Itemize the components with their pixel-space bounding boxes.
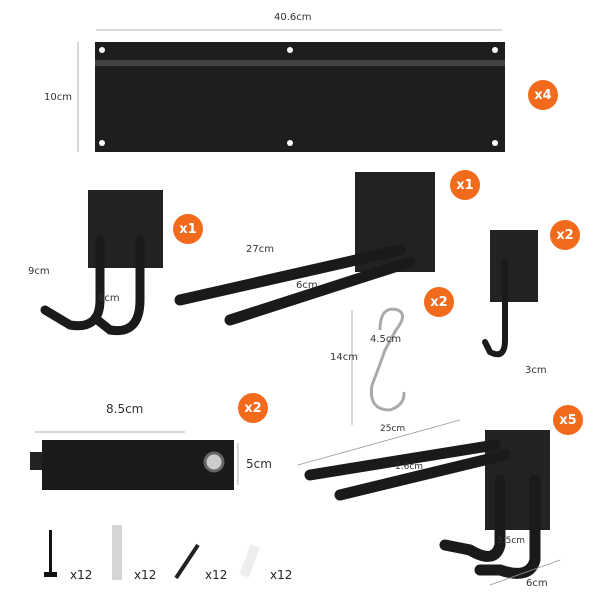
bike-hook-diameter-label: 1.6cm	[395, 462, 424, 472]
screw-quantity: x12	[70, 568, 93, 582]
long-hook-length-label: 27cm	[246, 244, 274, 255]
wall-rail-image	[77, 29, 505, 152]
s-hook-width-label: 4.5cm	[370, 334, 402, 345]
long-hook-width-label: 6cm	[296, 280, 318, 291]
bike-hook-length-label: 25cm	[380, 424, 406, 434]
s-hook-length-label: 14cm	[330, 352, 358, 363]
strap-quantity-badge: x2	[238, 393, 268, 423]
rail-quantity-badge: x4	[528, 80, 558, 110]
strap-image	[30, 431, 239, 490]
utility-hook-width-label: 6cm	[98, 293, 120, 304]
rail-length-label: 40.6cm	[274, 12, 312, 23]
bike-hook-depth-label: 6cm	[526, 578, 548, 589]
utility-hook-depth-label: 9cm	[28, 266, 50, 277]
s-hook-quantity-badge: x2	[424, 287, 454, 317]
j-hook-width-label: 3cm	[525, 365, 547, 376]
long-double-hook-image	[174, 172, 435, 326]
rail-height-label: 10cm	[44, 92, 72, 103]
long-hook-quantity-badge: x1	[450, 170, 480, 200]
short-anchor-quantity: x12	[270, 568, 293, 582]
single-j-hook-image	[482, 230, 538, 358]
s-hook-image	[351, 307, 406, 425]
short-screw-quantity: x12	[205, 568, 228, 582]
utility-hook-quantity-badge: x1	[173, 214, 203, 244]
j-hook-quantity-badge: x2	[550, 220, 580, 250]
strap-length-label: 8.5cm	[106, 402, 144, 416]
vertical-bike-hook-image	[297, 419, 561, 586]
double-utility-hook-image	[40, 190, 163, 336]
anchor-quantity: x12	[134, 568, 157, 582]
bike-hook-quantity-badge: x5	[553, 405, 583, 435]
bike-hook-gap-label: 5.5cm	[497, 536, 526, 546]
strap-width-label: 5cm	[246, 457, 272, 471]
hardware-images	[44, 525, 260, 580]
